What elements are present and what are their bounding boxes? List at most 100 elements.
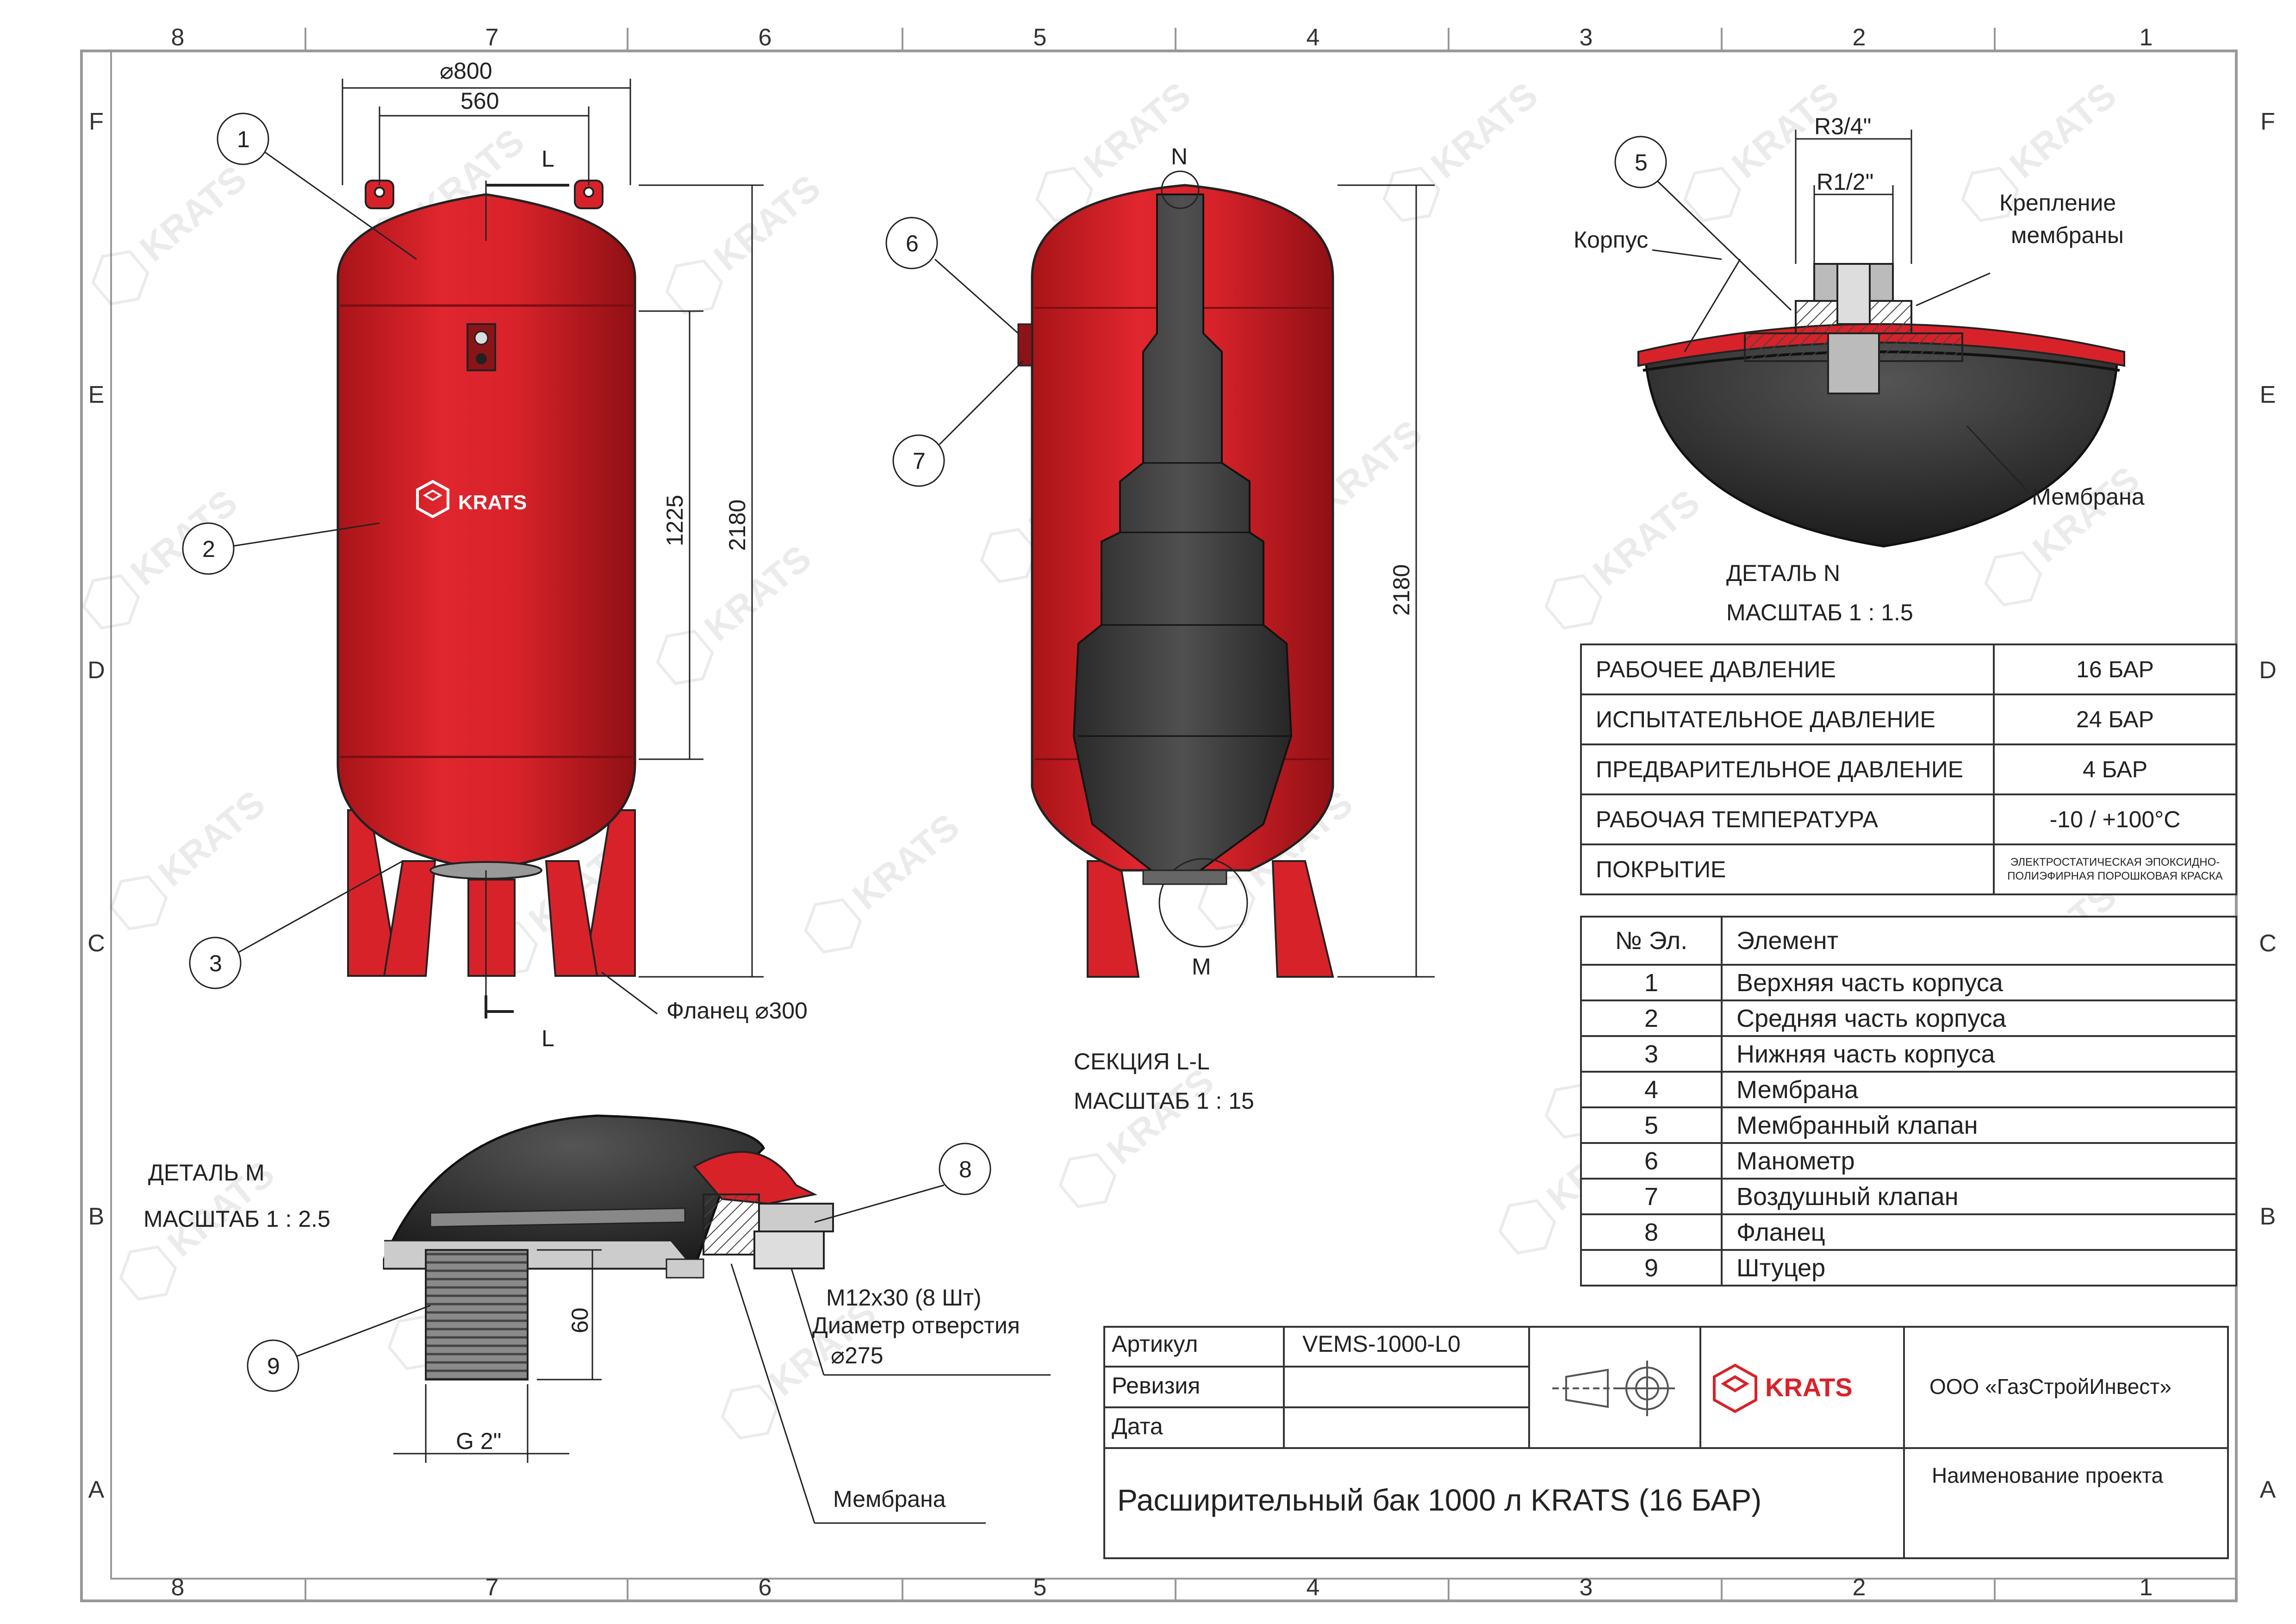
svg-text:3: 3 <box>209 950 222 976</box>
grid-row-label: A <box>2260 1476 2276 1503</box>
spec-value: 16 БАР <box>1993 643 2237 695</box>
svg-text:KRATS: KRATS <box>1099 1060 1221 1172</box>
spec-row: РАБОЧАЯ ТЕМПЕРАТУРА-10 / +100°C <box>1580 793 2237 845</box>
watermark: KRATS <box>656 537 819 685</box>
detail-m-caption-line1: ДЕТАЛЬ M <box>148 1160 265 1186</box>
watermark: KRATS <box>1382 74 1545 222</box>
watermark: KRATS <box>110 782 273 931</box>
grid-row-label: C <box>87 930 105 957</box>
date-label: Дата <box>1112 1413 1163 1439</box>
watermark: KRATS <box>665 167 828 315</box>
detail-n-label-body: Корпус <box>1574 227 1648 253</box>
grid-column-label: 2 <box>1853 24 1866 51</box>
part-number: 8 <box>1580 1213 1723 1251</box>
detail-n-label-mount-line2: мембраны <box>2011 222 2124 248</box>
detail-n-callout: 5 <box>1614 136 1792 311</box>
detail-m-drawing <box>296 1114 1051 1524</box>
part-number: 1 <box>1580 964 1723 1001</box>
section-callouts: 6 7 <box>885 217 1024 487</box>
part-number: 4 <box>1580 1071 1723 1108</box>
svg-text:KRATS: KRATS <box>697 537 819 649</box>
svg-text:8: 8 <box>959 1156 972 1182</box>
grid-column-label: 1 <box>2140 1574 2153 1601</box>
part-name: Штуцер <box>1721 1249 2237 1287</box>
detail-m-bolt-note-line2: Диаметр отверстия <box>812 1312 1020 1338</box>
title-logo-icon <box>1713 1363 1757 1413</box>
grid-row-label: B <box>2260 1203 2276 1230</box>
watermark: KRATS <box>1544 481 1707 630</box>
detail-m-callouts: 8 9 <box>247 1143 991 1392</box>
dimension-560: 560 <box>460 88 499 114</box>
article-label: Артикул <box>1112 1331 1198 1357</box>
detail-m-bolt-note-line1: M12x30 (8 Шт) <box>826 1285 982 1311</box>
grid-column-label: 2 <box>1853 1574 1866 1601</box>
spec-value: 4 БАР <box>1993 743 2237 795</box>
detail-n-caption-line1: ДЕТАЛЬ N <box>1726 560 1840 586</box>
grid-row-label: B <box>88 1203 105 1230</box>
spec-value: 24 БАР <box>1993 693 2237 745</box>
part-name: Средняя часть корпуса <box>1721 999 2237 1037</box>
spec-value: ЭЛЕКТРОСТАТИЧЕСКАЯ ЭПОКСИДНО-ПОЛИЭФИРНАЯ… <box>1993 843 2237 895</box>
svg-text:KRATS: KRATS <box>706 167 828 278</box>
grid-row-label: E <box>88 381 105 408</box>
svg-text:KRATS: KRATS <box>1423 74 1545 186</box>
section-marker-top: L <box>541 146 554 172</box>
spec-label: РАБОЧАЯ ТЕМПЕРАТУРА <box>1580 793 1995 845</box>
svg-text:KRATS: KRATS <box>132 157 254 269</box>
grid-row-label: C <box>2259 930 2277 957</box>
tank-body <box>336 193 636 872</box>
flange-label: Фланец ⌀300 <box>666 998 808 1024</box>
svg-text:KRATS: KRATS <box>1585 481 1707 593</box>
dimension-diameter-800: ⌀800 <box>440 58 492 84</box>
svg-text:2: 2 <box>202 536 215 562</box>
grid-column-label: 4 <box>1307 1574 1320 1601</box>
svg-text:5: 5 <box>1635 150 1648 175</box>
detail-n-caption-line2: МАСШТАБ 1 : 1.5 <box>1726 600 1913 625</box>
detail-m-bolt-note-line3: ⌀275 <box>831 1343 884 1368</box>
grid-column-label: 6 <box>759 24 772 51</box>
svg-text:KRATS: KRATS <box>150 782 273 894</box>
svg-text:7: 7 <box>913 448 926 474</box>
grid-row-label: D <box>87 657 105 684</box>
detail-marker-n: N <box>1171 144 1188 169</box>
part-number: 9 <box>1580 1249 1723 1287</box>
part-name: Мембранный клапан <box>1721 1106 2237 1144</box>
spec-label: ПРЕДВАРИТЕЛЬНОЕ ДАВЛЕНИЕ <box>1580 743 1995 795</box>
grid-row-label: E <box>2260 381 2276 408</box>
part-name: Фланец <box>1721 1213 2237 1251</box>
grid-row-label: F <box>89 108 104 135</box>
grid-row-label: D <box>2259 657 2277 684</box>
svg-text:6: 6 <box>906 231 919 256</box>
spec-value-line: ЭЛЕКТРОСТАТИЧЕСКАЯ ЭПОКСИДНО- <box>2010 856 2220 868</box>
tank-legs <box>347 809 636 977</box>
spec-label: ПОКРЫТИЕ <box>1580 843 1995 895</box>
tank-front-view: KRATS <box>336 180 636 995</box>
section-caption-line1: СЕКЦИЯ L-L <box>1074 1049 1210 1074</box>
revision-label: Ревизия <box>1112 1373 1201 1399</box>
detail-n-drawing <box>1637 130 2125 548</box>
grid-column-label: 7 <box>485 1574 499 1601</box>
parts-header-element: Элемент <box>1721 916 2237 966</box>
title-logo-text: KRATS <box>1765 1373 1853 1402</box>
front-view-dimensions <box>342 79 764 1018</box>
grid-column-label: 5 <box>1033 1574 1047 1601</box>
dimension-1225: 1225 <box>662 495 688 546</box>
detail-n-label-membrane: Мембрана <box>2032 484 2145 510</box>
spec-value: -10 / +100°C <box>1993 793 2237 845</box>
detail-n-label-mount-line1: Крепление <box>1999 190 2116 216</box>
part-number: 7 <box>1580 1178 1723 1215</box>
detail-m-caption-line2: МАСШТАБ 1 : 2.5 <box>143 1206 330 1232</box>
section-caption-line2: МАСШТАБ 1 : 15 <box>1074 1088 1254 1114</box>
svg-text:9: 9 <box>267 1353 280 1379</box>
dimension-2180: 2180 <box>724 500 750 551</box>
section-dimension-2180: 2180 <box>1388 564 1414 616</box>
